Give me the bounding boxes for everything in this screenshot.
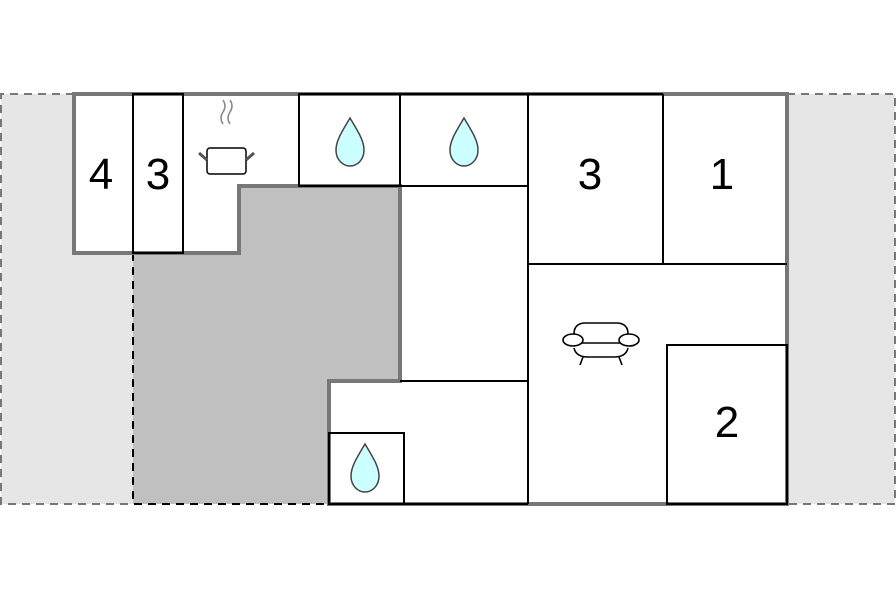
- water-drop-icon: [449, 116, 479, 167]
- room-label-bedroom-2: 2: [714, 398, 740, 447]
- terrace-left-border: [0, 93, 133, 505]
- building-interior: [74, 94, 787, 504]
- sofa-icon: [562, 322, 640, 366]
- room-label-bedroom-4: 4: [88, 150, 114, 199]
- terrace-right: [787, 94, 895, 504]
- room-label-bedroom-1: 1: [709, 150, 735, 199]
- room-label-bedroom-3: 3: [577, 150, 603, 199]
- water-drop-icon: [335, 116, 365, 167]
- interior-walls: [132, 93, 788, 505]
- covered-patio: [133, 186, 400, 504]
- room-label-bedroom-3-narrow: 3: [145, 150, 171, 199]
- covered-patio-dashed-border: [132, 253, 329, 505]
- terrace-right-border: [787, 93, 896, 505]
- water-drop-icon: [350, 442, 380, 493]
- cooking-pot-icon: [198, 99, 255, 175]
